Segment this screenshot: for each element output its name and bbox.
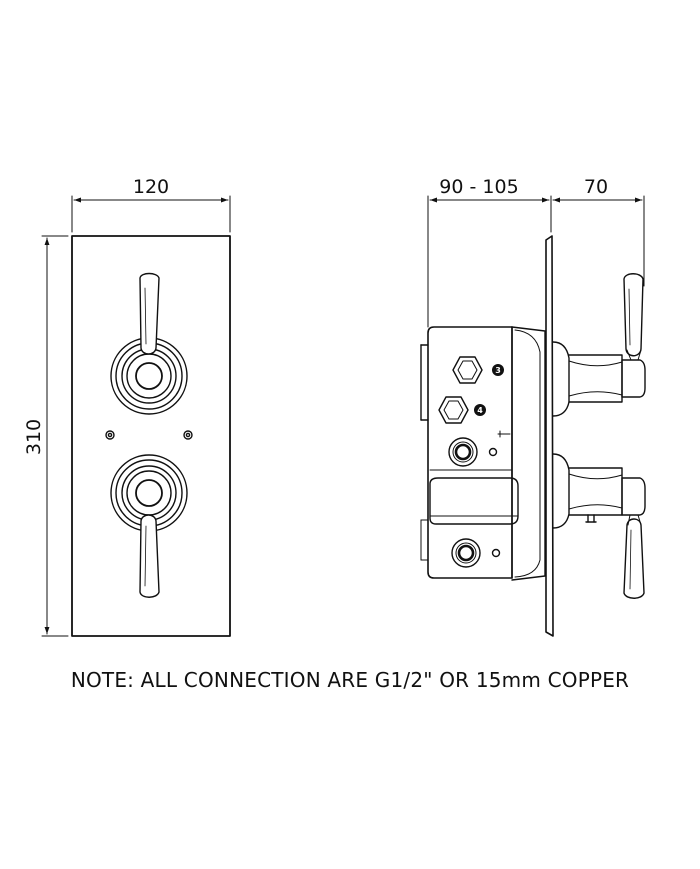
side-view — [420, 195, 646, 637]
port-3-label: 3 — [495, 366, 501, 375]
top-lever-handle — [139, 272, 160, 355]
projection-label: 70 — [584, 176, 608, 198]
depth-dimension — [427, 195, 552, 328]
depth-label: 90 - 105 — [439, 176, 518, 198]
upper-side-control — [552, 273, 646, 417]
height-dimension — [41, 235, 69, 637]
hex-port-4 — [438, 396, 486, 424]
width-dimension — [71, 195, 231, 233]
round-port-lower — [451, 538, 501, 568]
front-view — [41, 195, 231, 637]
projection-dimension — [552, 195, 645, 287]
side-faceplate — [545, 235, 554, 637]
front-faceplate — [71, 235, 231, 637]
port-3-badge-icon — [492, 364, 504, 376]
faceplate-screws — [105, 430, 193, 440]
port-4-badge-icon — [474, 404, 486, 416]
top-control — [110, 272, 188, 415]
lower-side-lever-handle — [623, 518, 645, 599]
upper-side-lever-handle — [623, 273, 644, 357]
bottom-control — [110, 454, 188, 598]
valve-body — [420, 326, 546, 581]
height-label: 310 — [23, 419, 45, 455]
width-label: 120 — [133, 176, 169, 198]
hex-port-3 — [452, 356, 504, 384]
lower-side-control — [552, 453, 646, 599]
port-4-label: 4 — [477, 406, 483, 415]
bottom-lever-handle — [139, 514, 160, 598]
round-port-upper — [448, 430, 511, 467]
connection-note: NOTE: ALL CONNECTION ARE G1/2" OR 15mm C… — [70, 668, 630, 692]
